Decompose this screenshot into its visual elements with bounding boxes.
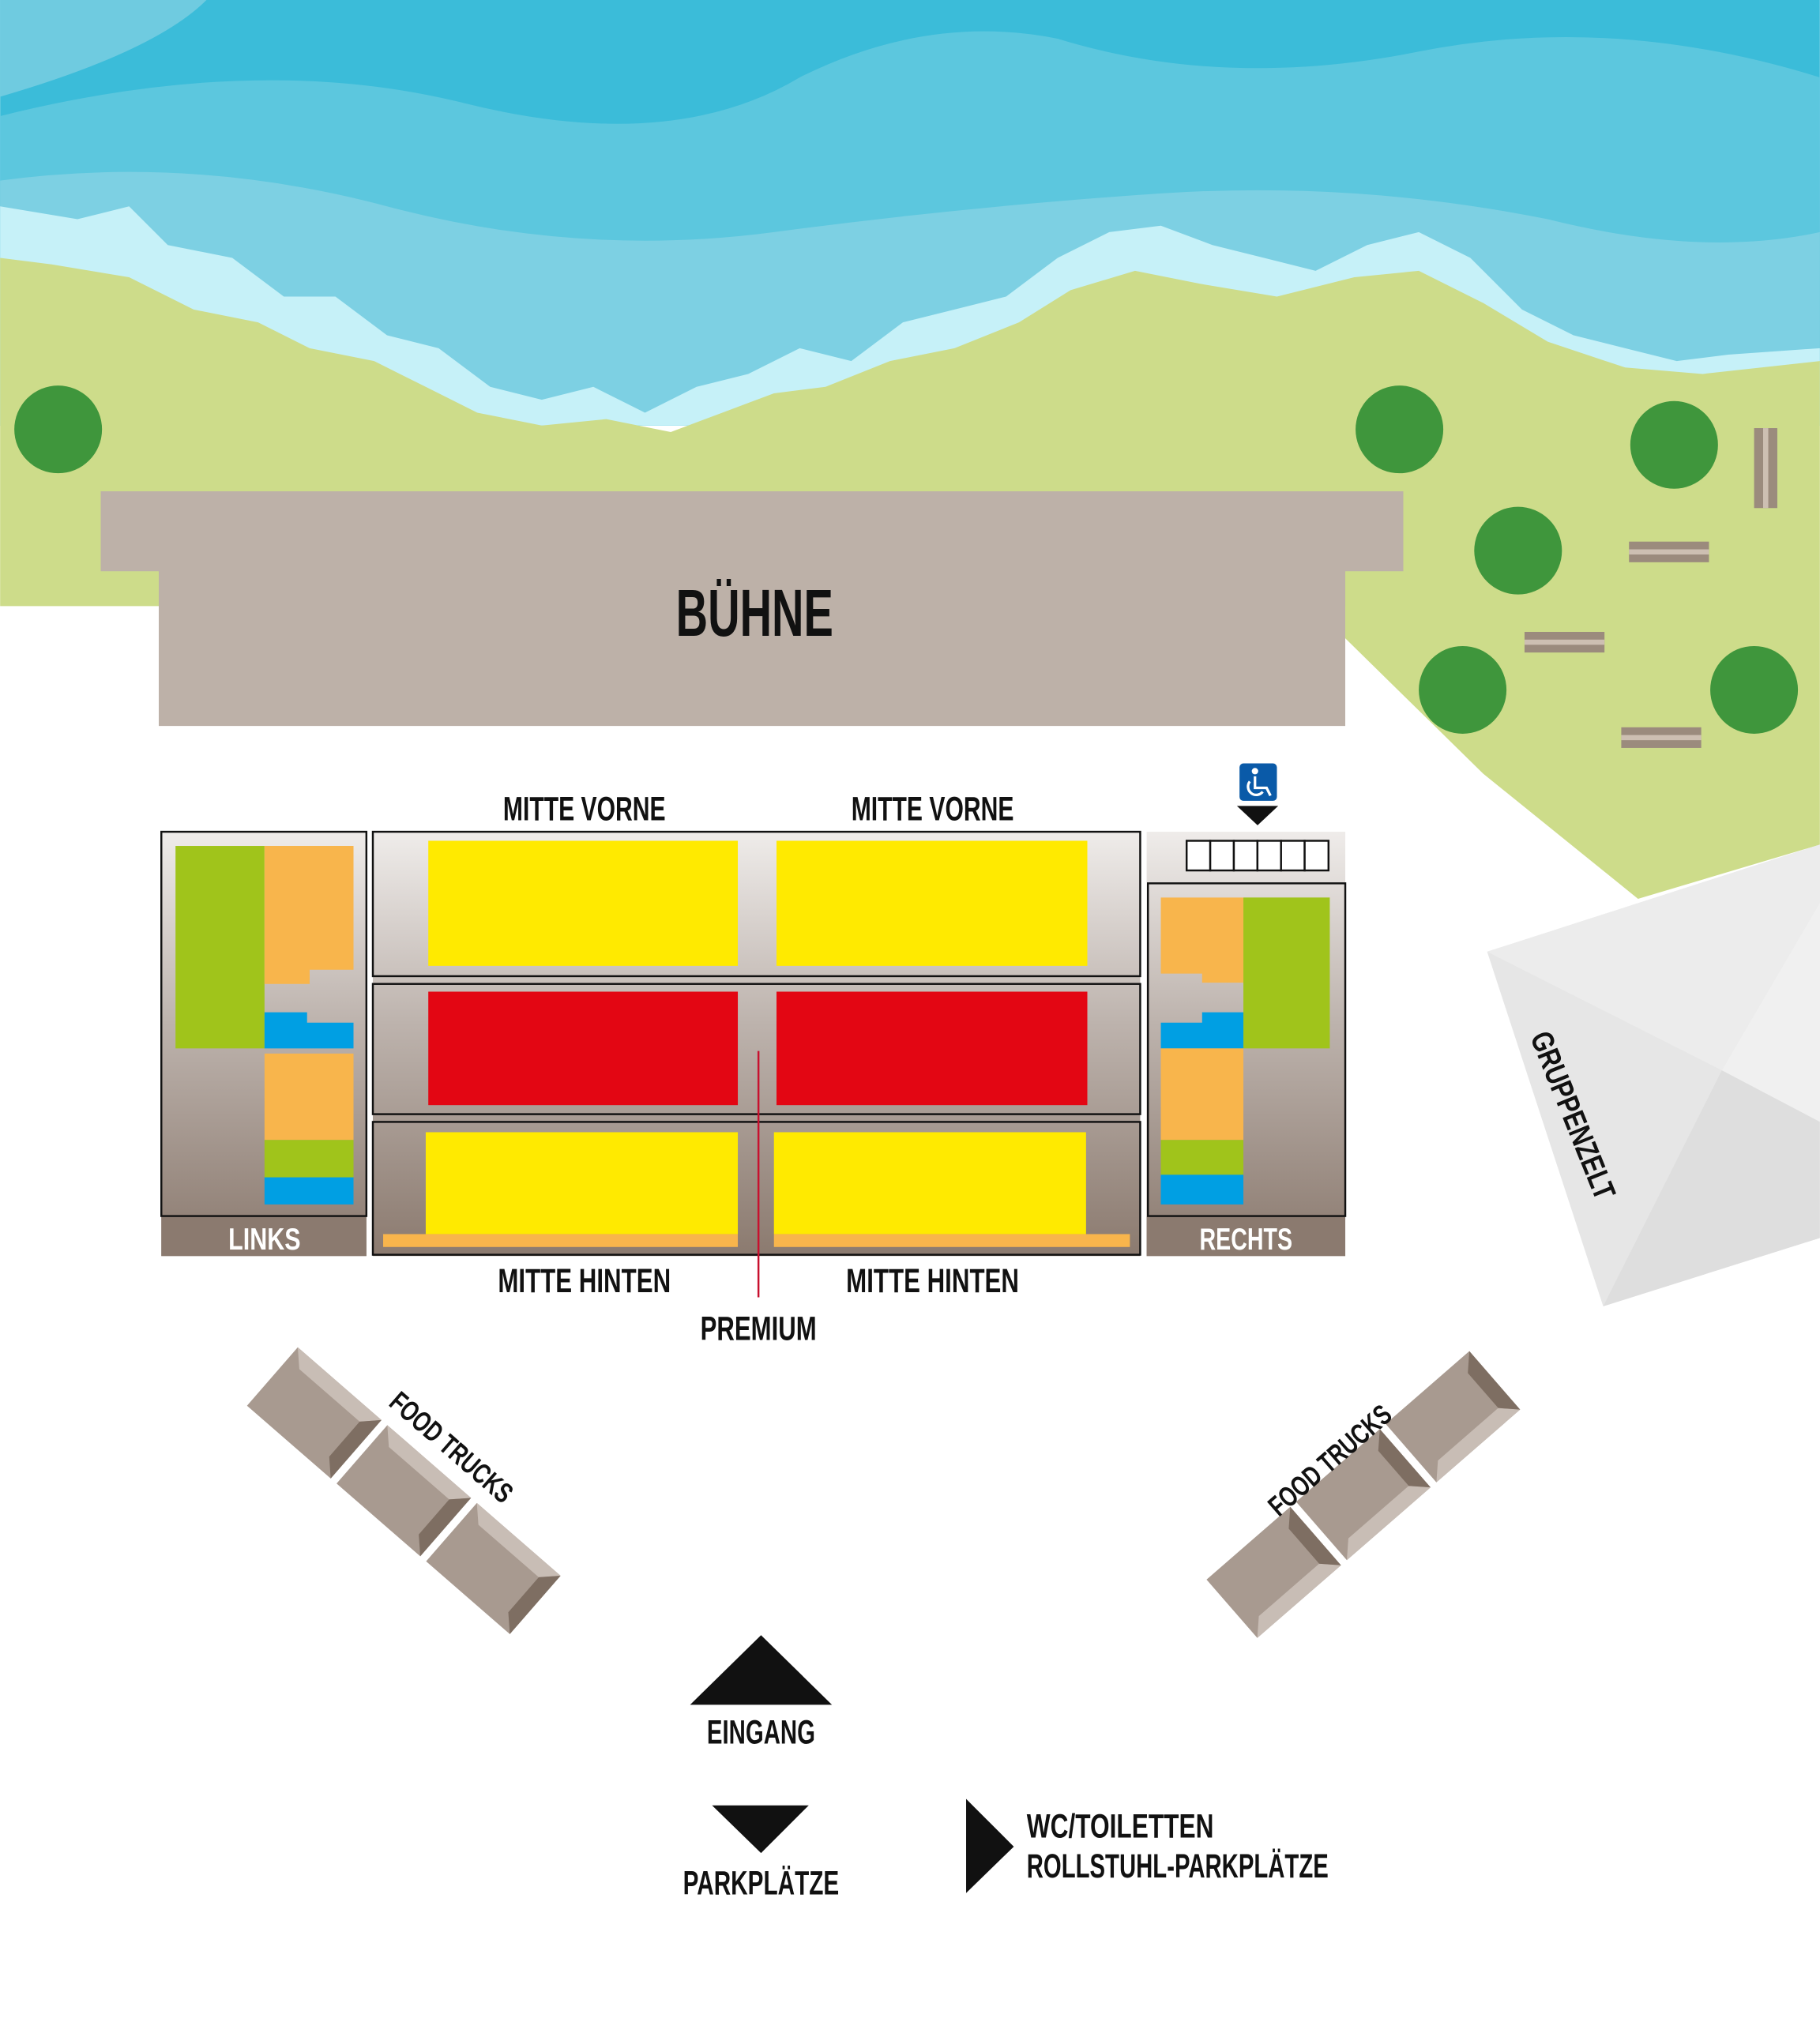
arrow-right-icon bbox=[966, 1798, 1014, 1893]
bench-icon bbox=[1629, 541, 1709, 562]
food-trucks-right[interactable]: FOOD TRUCKS bbox=[1206, 1351, 1521, 1638]
bench-icon bbox=[1621, 727, 1702, 748]
food-truck bbox=[337, 1425, 472, 1557]
tree-icon bbox=[1710, 645, 1799, 734]
food-truck bbox=[246, 1347, 382, 1479]
section-label-front-left: MITTE VORNE bbox=[503, 790, 666, 827]
food-truck bbox=[1386, 1351, 1521, 1483]
trees bbox=[14, 385, 1799, 734]
block-mitte-hinten-left[interactable] bbox=[425, 1132, 739, 1235]
block-mitte-vorne-right[interactable] bbox=[777, 840, 1088, 966]
block-premium-right[interactable] bbox=[777, 991, 1088, 1106]
tree-icon bbox=[1356, 385, 1444, 474]
section-label-links: LINKS bbox=[228, 1223, 300, 1257]
arrow-down-icon bbox=[1236, 806, 1279, 825]
wheelchair-spaces bbox=[1185, 840, 1330, 872]
section-label-back-right: MITTE HINTEN bbox=[846, 1262, 1019, 1299]
wheelchair-icon bbox=[1239, 763, 1277, 801]
food-truck bbox=[1295, 1429, 1431, 1561]
benches bbox=[1524, 428, 1777, 748]
tree-icon bbox=[1630, 400, 1718, 489]
bench-icon bbox=[1754, 428, 1777, 509]
arrow-down-icon bbox=[712, 1805, 809, 1854]
block-mitte-hinten-right[interactable] bbox=[773, 1132, 1086, 1235]
group-tent[interactable]: GRUPPENZELT bbox=[1487, 844, 1820, 1306]
tree-icon bbox=[1419, 645, 1507, 734]
tree-icon bbox=[1474, 506, 1562, 595]
section-rechts[interactable]: RECHTS bbox=[1146, 832, 1347, 1257]
section-label-premium: PREMIUM bbox=[701, 1310, 817, 1347]
section-links[interactable]: LINKS bbox=[160, 830, 368, 1257]
stage[interactable]: BÜHNE bbox=[100, 491, 1404, 727]
bench-icon bbox=[1524, 632, 1605, 653]
section-label-back-left: MITTE HINTEN bbox=[498, 1262, 671, 1299]
food-trucks-left[interactable]: FOOD TRUCKS bbox=[246, 1347, 561, 1634]
parking[interactable]: PARKPLÄTZE bbox=[683, 1805, 840, 1902]
arrow-up-icon bbox=[690, 1635, 833, 1705]
food-truck bbox=[426, 1502, 561, 1634]
block-mitte-vorne-left[interactable] bbox=[428, 840, 739, 966]
section-mitte[interactable] bbox=[371, 830, 1141, 1298]
entrance-label: EINGANG bbox=[707, 1713, 815, 1750]
section-label-front-right: MITTE VORNE bbox=[852, 790, 1014, 827]
block-premium-left[interactable] bbox=[428, 991, 739, 1106]
entrance[interactable]: EINGANG bbox=[690, 1635, 833, 1750]
wheelchair-parking-label: ROLLSTUHL-PARKPLÄTZE bbox=[1027, 1847, 1329, 1885]
toilets-label: WC/TOILETTEN bbox=[1027, 1808, 1214, 1845]
stage-label: BÜHNE bbox=[676, 575, 833, 650]
toilets-wheelchair-parking[interactable]: WC/TOILETTEN ROLLSTUHL-PARKPLÄTZE bbox=[966, 1798, 1329, 1893]
food-truck bbox=[1206, 1506, 1341, 1638]
tree-icon bbox=[14, 385, 103, 474]
parking-label: PARKPLÄTZE bbox=[683, 1864, 840, 1901]
section-label-rechts: RECHTS bbox=[1200, 1223, 1293, 1257]
